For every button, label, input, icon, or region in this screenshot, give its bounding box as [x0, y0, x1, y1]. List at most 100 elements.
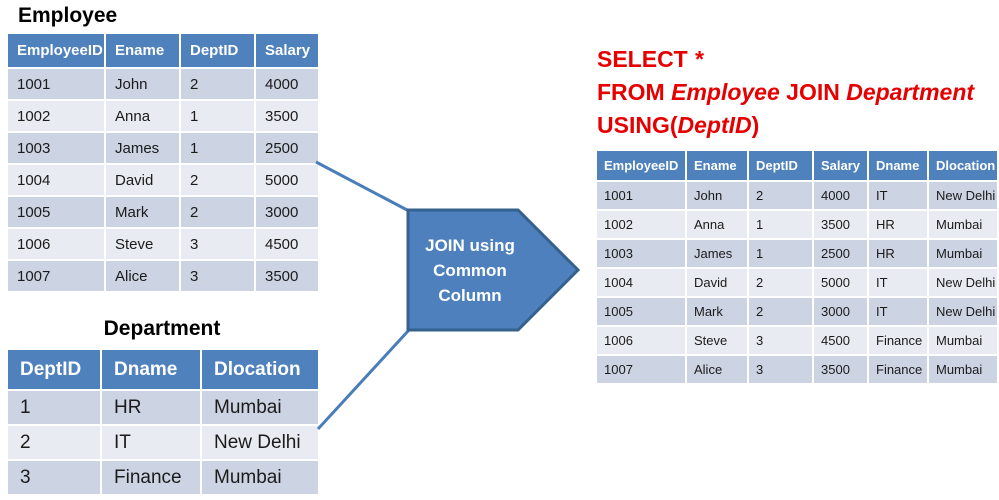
table-cell: New Delhi [200, 424, 320, 461]
table-cell: Anna [104, 99, 181, 133]
table-cell: Finance [100, 459, 202, 496]
table-row: 2 IT New Delhi [6, 424, 320, 461]
sql-query-line: FROM Employee JOIN Department [597, 76, 974, 109]
table-cell: 1006 [595, 325, 687, 356]
table-cell: David [104, 163, 181, 197]
table-cell: 2 [747, 180, 814, 211]
table-cell: 1007 [6, 259, 106, 293]
table-row: 1006 Steve 3 4500 Finance Mumbai [595, 325, 999, 356]
table-cell: 3 [179, 227, 256, 261]
table-cell: 5000 [254, 163, 320, 197]
table-cell: New Delhi [927, 267, 999, 298]
table-cell: 1007 [595, 354, 687, 385]
table-row: 1001 John 2 4000 IT New Delhi [595, 180, 999, 211]
table-cell: Mumbai [927, 325, 999, 356]
table-cell: 1002 [6, 99, 106, 133]
table-cell: 1 [747, 238, 814, 269]
table-cell: IT [867, 267, 929, 298]
sql-query-line: SELECT * [597, 43, 974, 76]
column-header: EmployeeID [6, 32, 106, 69]
table-cell: 1 [179, 99, 256, 133]
table-cell: Mumbai [200, 459, 320, 496]
table-cell: 1004 [6, 163, 106, 197]
table-row: 1002 Anna 1 3500 HR Mumbai [595, 209, 999, 240]
table-cell: Finance [867, 354, 929, 385]
table-row: 1004 David 2 5000 [6, 163, 320, 197]
table-row: 3 Finance Mumbai [6, 459, 320, 496]
header-row: DeptID Dname Dlocation [6, 348, 320, 391]
table-cell: 1 [6, 389, 102, 426]
sql-keyword: JOIN [786, 79, 847, 105]
table-cell: 2 [747, 296, 814, 327]
table-row: 1 HR Mumbai [6, 389, 320, 426]
header-row: EmployeeID Ename DeptID Salary [6, 32, 320, 69]
table-row: 1005 Mark 2 3000 IT New Delhi [595, 296, 999, 327]
table-cell: Anna [685, 209, 749, 240]
table-row: 1003 James 1 2500 [6, 131, 320, 165]
department-table: DeptID Dname Dlocation 1 HR Mumbai 2 IT … [6, 348, 320, 496]
table-cell: 1 [179, 131, 256, 165]
table-cell: 2 [6, 424, 102, 461]
table-row: 1004 David 2 5000 IT New Delhi [595, 267, 999, 298]
table-row: 1007 Alice 3 3500 [6, 259, 320, 293]
table-cell: 3 [179, 259, 256, 293]
join-arrow-label-line: JOIN using [425, 236, 515, 255]
table-cell: 3 [747, 325, 814, 356]
sql-identifier: Employee [671, 79, 787, 105]
table-cell: HR [867, 238, 929, 269]
table-cell: 2500 [812, 238, 869, 269]
sql-query: SELECT * FROM Employee JOIN Department U… [597, 43, 974, 142]
table-cell: David [685, 267, 749, 298]
employee-table-title: Employee [18, 4, 118, 27]
table-cell: Steve [104, 227, 181, 261]
header-row: EmployeeID Ename DeptID Salary Dname Dlo… [595, 149, 999, 182]
table-cell: 3500 [254, 259, 320, 293]
table-cell: IT [100, 424, 202, 461]
table-cell: 3000 [812, 296, 869, 327]
column-header: DeptID [179, 32, 256, 69]
table-cell: 4000 [254, 67, 320, 101]
column-header: Ename [685, 149, 749, 182]
column-header: Dname [867, 149, 929, 182]
column-header: DeptID [6, 348, 102, 391]
table-cell: 1003 [6, 131, 106, 165]
sql-keyword: USING( [597, 112, 678, 138]
table-cell: IT [867, 180, 929, 211]
table-row: 1007 Alice 3 3500 Finance Mumbai [595, 354, 999, 385]
sql-identifier: Department [846, 79, 975, 105]
table-cell: 4500 [254, 227, 320, 261]
column-header: Salary [254, 32, 320, 69]
table-cell: New Delhi [927, 180, 999, 211]
column-header: Dlocation [200, 348, 320, 391]
table-cell: 1003 [595, 238, 687, 269]
table-cell: 3 [747, 354, 814, 385]
table-row: 1002 Anna 1 3500 [6, 99, 320, 133]
table-cell: New Delhi [927, 296, 999, 327]
table-cell: 1005 [6, 195, 106, 229]
table-cell: 3500 [812, 209, 869, 240]
column-header: Salary [812, 149, 869, 182]
table-cell: 2 [179, 163, 256, 197]
table-cell: 2 [747, 267, 814, 298]
employee-table: EmployeeID Ename DeptID Salary 1001 John… [6, 32, 320, 293]
table-cell: HR [867, 209, 929, 240]
table-cell: Finance [867, 325, 929, 356]
table-cell: 2500 [254, 131, 320, 165]
table-cell: Alice [685, 354, 749, 385]
department-table-title: Department [103, 317, 221, 340]
table-row: 1001 John 2 4000 [6, 67, 320, 101]
table-cell: 1005 [595, 296, 687, 327]
column-header: Ename [104, 32, 181, 69]
connector-line-employee [315, 160, 410, 213]
sql-identifier: DeptID [677, 112, 752, 138]
table-cell: 5000 [812, 267, 869, 298]
table-cell: 2 [179, 67, 256, 101]
sql-keyword: ) [751, 112, 760, 138]
table-row: 1006 Steve 3 4500 [6, 227, 320, 261]
table-cell: Mumbai [927, 238, 999, 269]
table-cell: John [685, 180, 749, 211]
table-cell: Mumbai [927, 209, 999, 240]
table-cell: Mumbai [200, 389, 320, 426]
table-cell: James [104, 131, 181, 165]
sql-identifier: * [694, 46, 704, 72]
